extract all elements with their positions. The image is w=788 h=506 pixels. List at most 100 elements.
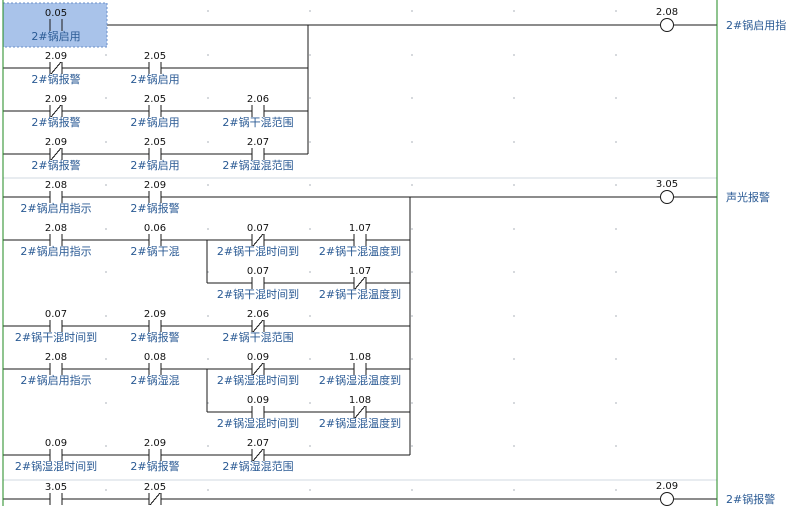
grid-dot [105,97,107,99]
grid-dot [411,271,413,273]
coil-address: 2.08 [656,7,678,18]
grid-dot [615,358,617,360]
grid-dot [513,402,515,404]
contact-comment: 2#锅干混时间到 [15,331,97,344]
contact[interactable]: 3.05 [45,482,67,505]
contact[interactable]: 0.062#锅干混 [130,223,179,258]
contact-address: 2.06 [247,94,269,105]
contact[interactable]: 2.092#锅报警 [130,438,179,473]
contact-address: 2.09 [144,309,166,320]
normally-open-contact-icon [251,277,265,289]
normally-open-contact-icon [49,234,63,246]
contact[interactable]: 0.072#锅干混时间到 [217,266,299,301]
contact-comment: 2#锅湿混 [130,374,179,387]
rung: 0.052#锅启用2.092#锅报警2.052#锅启用2.092#锅报警2.05… [2,2,786,172]
normally-open-contact-icon [148,449,162,461]
contact[interactable]: 1.082#锅湿混温度到 [319,395,401,430]
grid-dot [615,489,617,491]
contact-address: 0.07 [247,223,269,234]
contact[interactable]: 2.092#锅报警 [31,137,80,172]
contact[interactable]: 0.092#锅湿混时间到 [217,395,299,430]
contact-slash [50,61,62,75]
contact-slash [50,104,62,118]
grid-dot [513,184,515,186]
contact-comment: 2#锅干混范围 [222,115,293,129]
contact[interactable]: 2.072#锅湿混范围 [222,137,293,172]
contact-comment: 2#锅湿混时间到 [15,460,97,473]
normally-open-contact-icon [148,191,162,203]
contact[interactable]: 0.052#锅启用 [2,2,108,48]
contact[interactable]: 0.092#锅湿混时间到 [15,438,97,473]
contact[interactable]: 1.072#锅干混温度到 [319,266,401,301]
contact[interactable]: 1.072#锅干混温度到 [319,223,401,258]
grid-dot [411,141,413,143]
output-coil-icon [660,492,674,506]
contact[interactable]: 0.07 2#锅干混时间到 [217,223,299,258]
coil-address: 2.09 [656,481,678,492]
output-coil-icon [660,190,674,204]
contact[interactable]: 2.052#锅启用 [130,137,179,172]
grid-dot [615,228,617,230]
contact[interactable]: 2.092#锅报警 [31,51,80,86]
contact[interactable]: 2.06 2#锅干混范围 [222,94,293,129]
contact[interactable]: 1.082#锅湿混温度到 [319,352,401,387]
contact-comment: 2#锅湿混范围 [222,158,293,172]
grid-dot [105,402,107,404]
grid-dot [615,271,617,273]
output-coil[interactable]: 2.092#锅报警 [656,481,775,506]
output-coil[interactable]: 2.082#锅启用指 [656,7,786,32]
contact-slash [149,492,161,506]
grid-dot [615,10,617,12]
contact-comment: 2#锅干混时间到 [217,245,299,258]
grid-dot [513,10,515,12]
contact-address: 2.05 [144,482,166,493]
grid-dot [105,54,107,56]
contact-address: 1.08 [349,352,371,363]
grid-dot [309,184,311,186]
contact[interactable]: 2.082#锅启用指示 [20,180,91,215]
contact-comment: 2#锅报警 [31,158,80,172]
grid-dot [411,54,413,56]
contact[interactable]: 2.062#锅干混范围 [222,309,293,344]
grid-dot [105,489,107,491]
normally-open-contact-icon [148,105,162,117]
grid-dot [615,97,617,99]
rung: 3.05 2.05 2.092#锅报警 [45,481,775,506]
contact[interactable]: 2.092#锅报警 [31,94,80,129]
contact[interactable]: 2.092#锅报警 [130,180,179,215]
contact[interactable]: 2.072#锅湿混范围 [222,438,293,473]
normally-closed-contact-icon [353,405,367,419]
normally-closed-contact-icon [251,233,265,247]
grid-dot [309,445,311,447]
contact[interactable]: 0.082#锅湿混 [130,352,179,387]
contact[interactable]: 2.092#锅报警 [130,309,179,344]
normally-open-contact-icon [49,191,63,203]
contact[interactable]: 2.052#锅启用 [130,51,179,86]
normally-open-contact-icon [49,363,63,375]
normally-open-contact-icon [251,148,265,160]
grid-dot [513,141,515,143]
contact-slash [252,233,264,247]
contact[interactable]: 2.05 [144,482,166,506]
contact[interactable]: 0.07 2#锅干混时间到 [15,309,97,344]
normally-closed-contact-icon [49,61,63,75]
contact[interactable]: 2.082#锅启用指示 [20,352,91,387]
contact-address: 0.07 [45,309,67,320]
contact[interactable]: 2.052#锅启用 [130,94,179,129]
contact[interactable]: 2.082#锅启用指示 [20,223,91,258]
contact-address: 2.05 [144,51,166,62]
normally-open-contact-icon [148,363,162,375]
contact-comment: 2#锅干混范围 [222,330,293,344]
contact[interactable]: 0.092#锅湿混时间到 [217,352,299,387]
grid-dot [207,402,209,404]
normally-open-contact-icon [251,105,265,117]
normally-open-contact-icon [148,234,162,246]
grid-dot [105,184,107,186]
contact-comment: 2#锅湿混范围 [222,459,293,473]
grid-dot [411,358,413,360]
coil-address: 3.05 [656,179,678,190]
grid-dot [411,10,413,12]
